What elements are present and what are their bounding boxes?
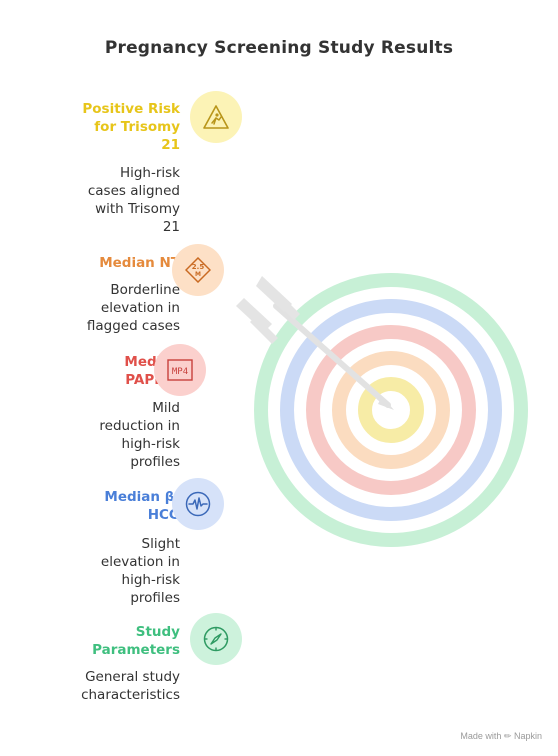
item-3-description: Mild reduction in high-risk profiles bbox=[99, 400, 180, 470]
svg-text:2.5: 2.5 bbox=[192, 263, 205, 271]
compass-icon bbox=[190, 613, 242, 665]
item-5-title: Study Parameters bbox=[92, 624, 180, 658]
item-4-title: Median β- HCG bbox=[104, 489, 180, 523]
made-with-napkin-footer[interactable]: Made with ✏ Napkin bbox=[460, 731, 542, 742]
item-5-description: General study characteristics bbox=[81, 669, 180, 703]
ring-red bbox=[306, 325, 476, 495]
ring-orange bbox=[332, 351, 450, 469]
footer-text: Made with bbox=[460, 731, 502, 741]
measurement-2.5m-icon: 2.5 M bbox=[172, 244, 224, 296]
item-1-description: High-risk cases aligned with Trisomy 21 bbox=[87, 165, 180, 235]
item-2-description: Borderline elevation in flagged cases bbox=[86, 282, 180, 334]
napkin-logo-icon: ✏ bbox=[503, 731, 512, 741]
item-4-description: Slight elevation in high-risk profiles bbox=[100, 536, 180, 606]
ring-yellow bbox=[358, 377, 424, 443]
footer-brand: Napkin bbox=[513, 731, 542, 741]
ring-green bbox=[254, 273, 528, 547]
svg-text:M: M bbox=[195, 271, 201, 278]
svg-text:MP4: MP4 bbox=[172, 367, 188, 377]
arrow bbox=[236, 276, 394, 410]
diagram-title: Pregnancy Screening Study Results bbox=[104, 38, 454, 58]
arrow-fletching bbox=[236, 276, 300, 344]
target-rings bbox=[254, 273, 528, 547]
item-1-title: Positive Risk for Trisomy 21 bbox=[82, 101, 180, 153]
mp4-file-icon: MP4 bbox=[154, 344, 206, 396]
item-2-title: Median NT bbox=[99, 255, 180, 271]
falling-figure-warning-icon bbox=[190, 91, 242, 143]
ring-blue bbox=[280, 299, 502, 521]
pulse-wave-icon bbox=[172, 478, 224, 530]
